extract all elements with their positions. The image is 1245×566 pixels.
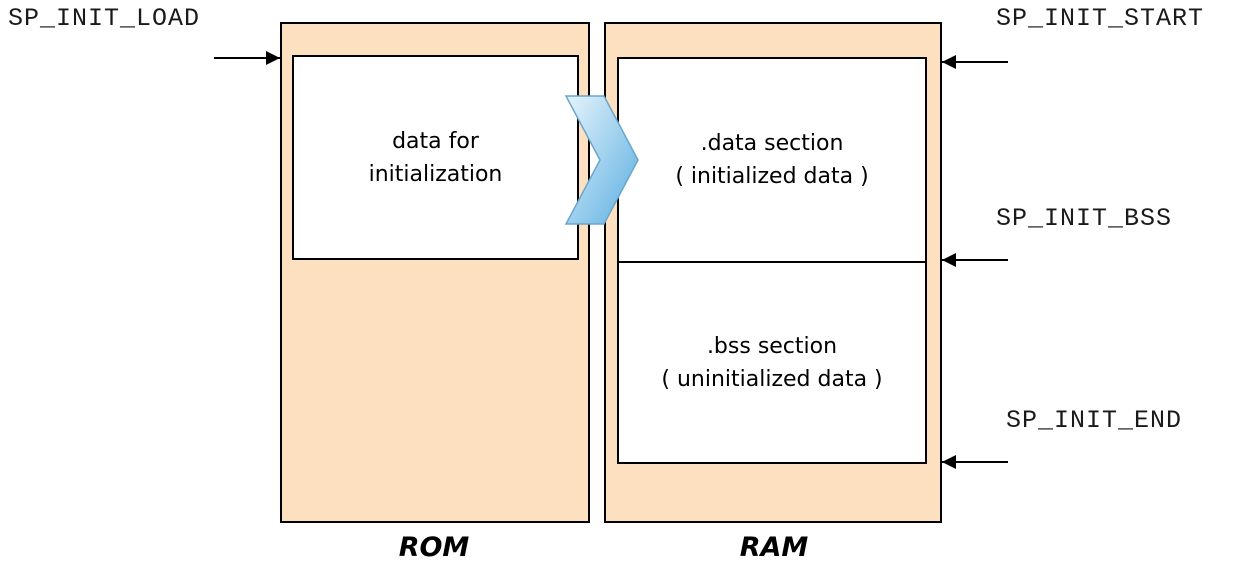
ram-caption: RAM	[739, 532, 809, 563]
ram-data-section-line2: ( initialized data )	[675, 164, 869, 189]
rom-init-data-box: data for initialization	[292, 55, 579, 260]
ram-bss-section-line2: ( uninitialized data )	[661, 366, 883, 392]
ram-bss-section-line1: .bss section	[706, 333, 838, 359]
rom-init-data-line1: data for	[392, 128, 479, 154]
ram-data-section-line1: .data section	[700, 131, 844, 156]
rom-init-data-line2: initialization	[368, 161, 503, 187]
sp-init-load-label: SP_INIT_LOAD	[8, 4, 201, 33]
sp-init-bss-label: SP_INIT_BSS	[996, 204, 1173, 233]
sp-init-end-label: SP_INIT_END	[1006, 406, 1183, 435]
ram-bss-section-box: .bss section ( uninitialized data )	[617, 261, 927, 464]
rom-caption: ROM	[398, 532, 470, 563]
ram-data-section-box: .data section ( initialized data )	[617, 57, 927, 263]
sp-init-start-label: SP_INIT_START	[996, 4, 1205, 33]
